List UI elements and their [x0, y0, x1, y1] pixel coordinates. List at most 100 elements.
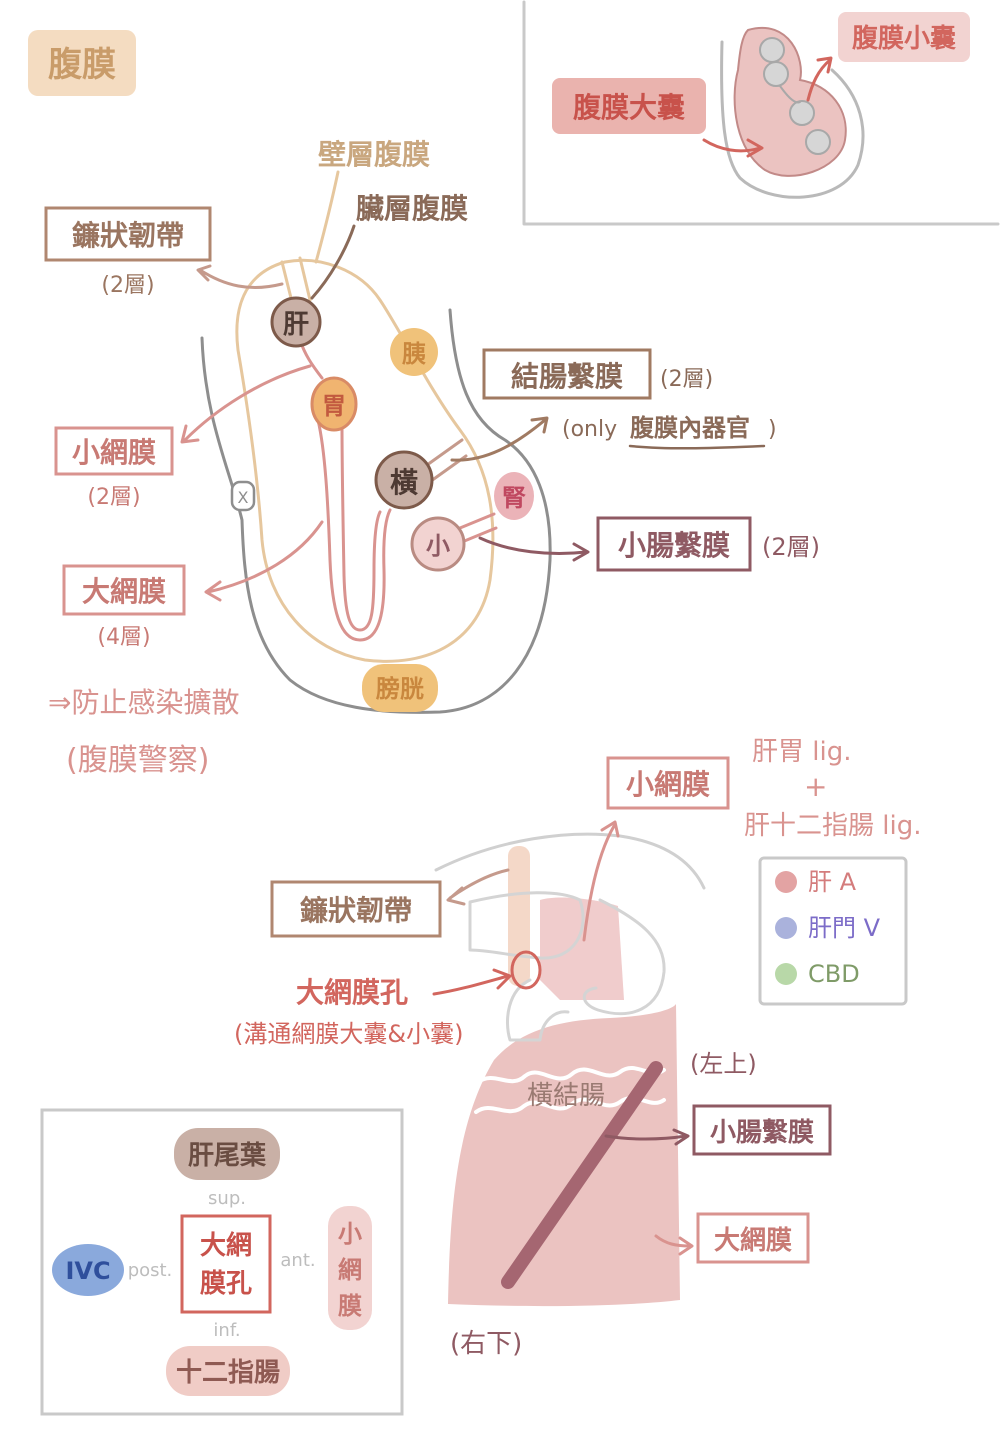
x-mark: X: [230, 480, 256, 512]
greater-omentum-arrow: [204, 520, 324, 602]
liver-outline: [468, 891, 585, 960]
visceral-pointer: [310, 224, 356, 300]
ant-greater-omentum-arrow: [654, 1234, 694, 1256]
sac-inset: 腹膜大囊 腹膜小囊: [522, 0, 1000, 226]
ant-greater-omentum-box: [696, 1212, 810, 1264]
greater-omentum-box: [62, 564, 186, 616]
organ-kidney-label: 腎: [502, 484, 526, 512]
ant-lig1: 肝胃 lig.: [752, 737, 851, 767]
lesser-omentum-label: 小網膜: [72, 436, 156, 469]
mesocolon-note-prefix: (only: [562, 417, 617, 442]
lesser-omentum-box: [54, 426, 174, 476]
lesser-sac-label: 腹膜小囊: [851, 23, 956, 54]
epiploic-foramen: [510, 950, 542, 990]
organ-liver-label: 肝: [283, 310, 309, 340]
falciform-arrow: [196, 264, 284, 290]
inset-body-wall: [720, 40, 865, 199]
foramen-boundary-box: 肝尾葉 sup. 大網 膜孔 IVC post. ant. 小 網 膜 inf.…: [40, 1108, 404, 1416]
ant-label: ant.: [280, 1250, 315, 1271]
organ-stomach-label: 胃: [322, 392, 346, 420]
stomach-fill: [540, 897, 624, 1000]
ant-lesser-omentum-box: [606, 756, 730, 810]
ant-plus: +: [804, 770, 827, 803]
sup-label: sup.: [208, 1188, 246, 1209]
ant-mesentery-box: [692, 1104, 832, 1156]
ant-greater-omentum-label: 大網膜: [714, 1225, 792, 1256]
mesentery-box: [596, 516, 752, 572]
organ-pancreas: 胰: [390, 328, 438, 376]
greater-sac-arrow: [702, 138, 764, 158]
greater-omentum-apron: [448, 1004, 680, 1307]
parietal-pointer: [314, 170, 340, 264]
ant-lesser-omentum-arrow: [582, 820, 620, 942]
stomach-outline: [582, 898, 666, 1016]
greater-omentum-note1: ⇒防止感染擴散: [48, 686, 239, 719]
organ-bladder: 膀胱: [362, 664, 438, 712]
organ-bladder-label: 膀胱: [375, 675, 424, 703]
mesocolon-box: [482, 348, 652, 400]
mesocolon-note-main: 腹膜內器官: [630, 414, 750, 442]
legend-label-2: CBD: [808, 960, 860, 988]
organ-transverse-label: 橫: [390, 466, 418, 499]
transverse-colon-label: 橫結腸: [527, 1081, 605, 1111]
foramen-center-box: [180, 1214, 272, 1314]
organ-kidney: 腎: [494, 472, 534, 520]
ant-mesentery-arrow: [604, 1128, 690, 1146]
greater-sac-label-bg: [552, 78, 706, 134]
ivc-badge: [52, 1244, 124, 1296]
ant-upper-left: (左上): [690, 1050, 757, 1078]
duodenum-outline: [506, 978, 570, 1042]
parietal-peritoneum: [235, 258, 495, 663]
lesser-sac-label-bg: [838, 12, 970, 62]
legend-label-1: 肝門 V: [808, 914, 881, 942]
rib-arc: [434, 832, 706, 890]
mesentery-root: [501, 1061, 663, 1289]
greater-omentum-note2: (腹膜警察): [66, 743, 209, 778]
visceral-label: 臟層腹膜: [356, 192, 468, 225]
caudate-lobe-label: 肝尾葉: [188, 1141, 267, 1171]
lesser-omentum-badge-2: 網: [338, 1256, 362, 1284]
mesocolon-arrow: [450, 416, 549, 462]
duodenum-badge: [166, 1346, 290, 1396]
abdominal-wall: [200, 308, 552, 714]
parietal-label: 壁層腹膜: [318, 138, 430, 171]
legend-frame: [758, 856, 908, 1006]
falciform-lines: [280, 256, 312, 304]
anterior-diagram: 橫結腸 小網膜 肝胃 lig. + 肝十二指腸 lig. 鐮狀韌帶 大網膜孔 (…: [234, 737, 921, 1359]
lesser-omentum-badge: [328, 1206, 372, 1330]
mesocolon-layers: (2層): [660, 367, 713, 392]
ant-foramen-label: 大網膜孔: [296, 976, 408, 1009]
ant-falciform-label: 鐮狀韌帶: [300, 894, 412, 927]
mesentery-label: 小腸繫膜: [618, 529, 730, 562]
greater-omentum-layers: (4層): [97, 625, 150, 650]
mesentery-arrow: [478, 536, 590, 562]
visceral-peritoneum-inner: [340, 423, 382, 632]
foramen-box-frame: [40, 1108, 404, 1416]
ant-lower-right: (右下): [450, 1329, 522, 1359]
inset-organs: [759, 37, 831, 155]
falciform-box: [44, 206, 212, 262]
ant-lesser-omentum-label: 小網膜: [626, 768, 710, 801]
greater-sac-label: 腹膜大囊: [573, 91, 685, 124]
legend-swatch-1: [775, 917, 797, 939]
legend-label-0: 肝 A: [808, 868, 857, 896]
mesocolon-label: 結腸繫膜: [511, 360, 623, 393]
legend-swatch-2: [775, 963, 797, 985]
inset-frame: [522, 0, 1000, 226]
ant-lig2: 肝十二指腸 lig.: [744, 811, 921, 841]
ant-mesentery-label: 小腸繫膜: [710, 1118, 814, 1148]
foramen-center-line2: 膜孔: [200, 1269, 252, 1299]
organ-small-intestine: 小: [410, 516, 466, 572]
organ-liver: 肝: [270, 296, 322, 348]
ivc-label: IVC: [65, 1257, 110, 1285]
sagittal-diagram: X 肝 胃 橫 小 胰 腎 膀胱 壁: [44, 138, 820, 778]
lesser-omentum-layers: (2層): [87, 485, 140, 510]
ant-foramen-arrow: [432, 968, 512, 996]
falciform-layers: (2層): [101, 273, 154, 298]
legend-swatch-0: [775, 871, 797, 893]
foramen-center-line1: 大網: [200, 1230, 252, 1261]
x-mark-text: X: [238, 488, 249, 507]
organ-small-label: 小: [426, 532, 450, 560]
organ-pancreas-label: 胰: [402, 340, 426, 368]
